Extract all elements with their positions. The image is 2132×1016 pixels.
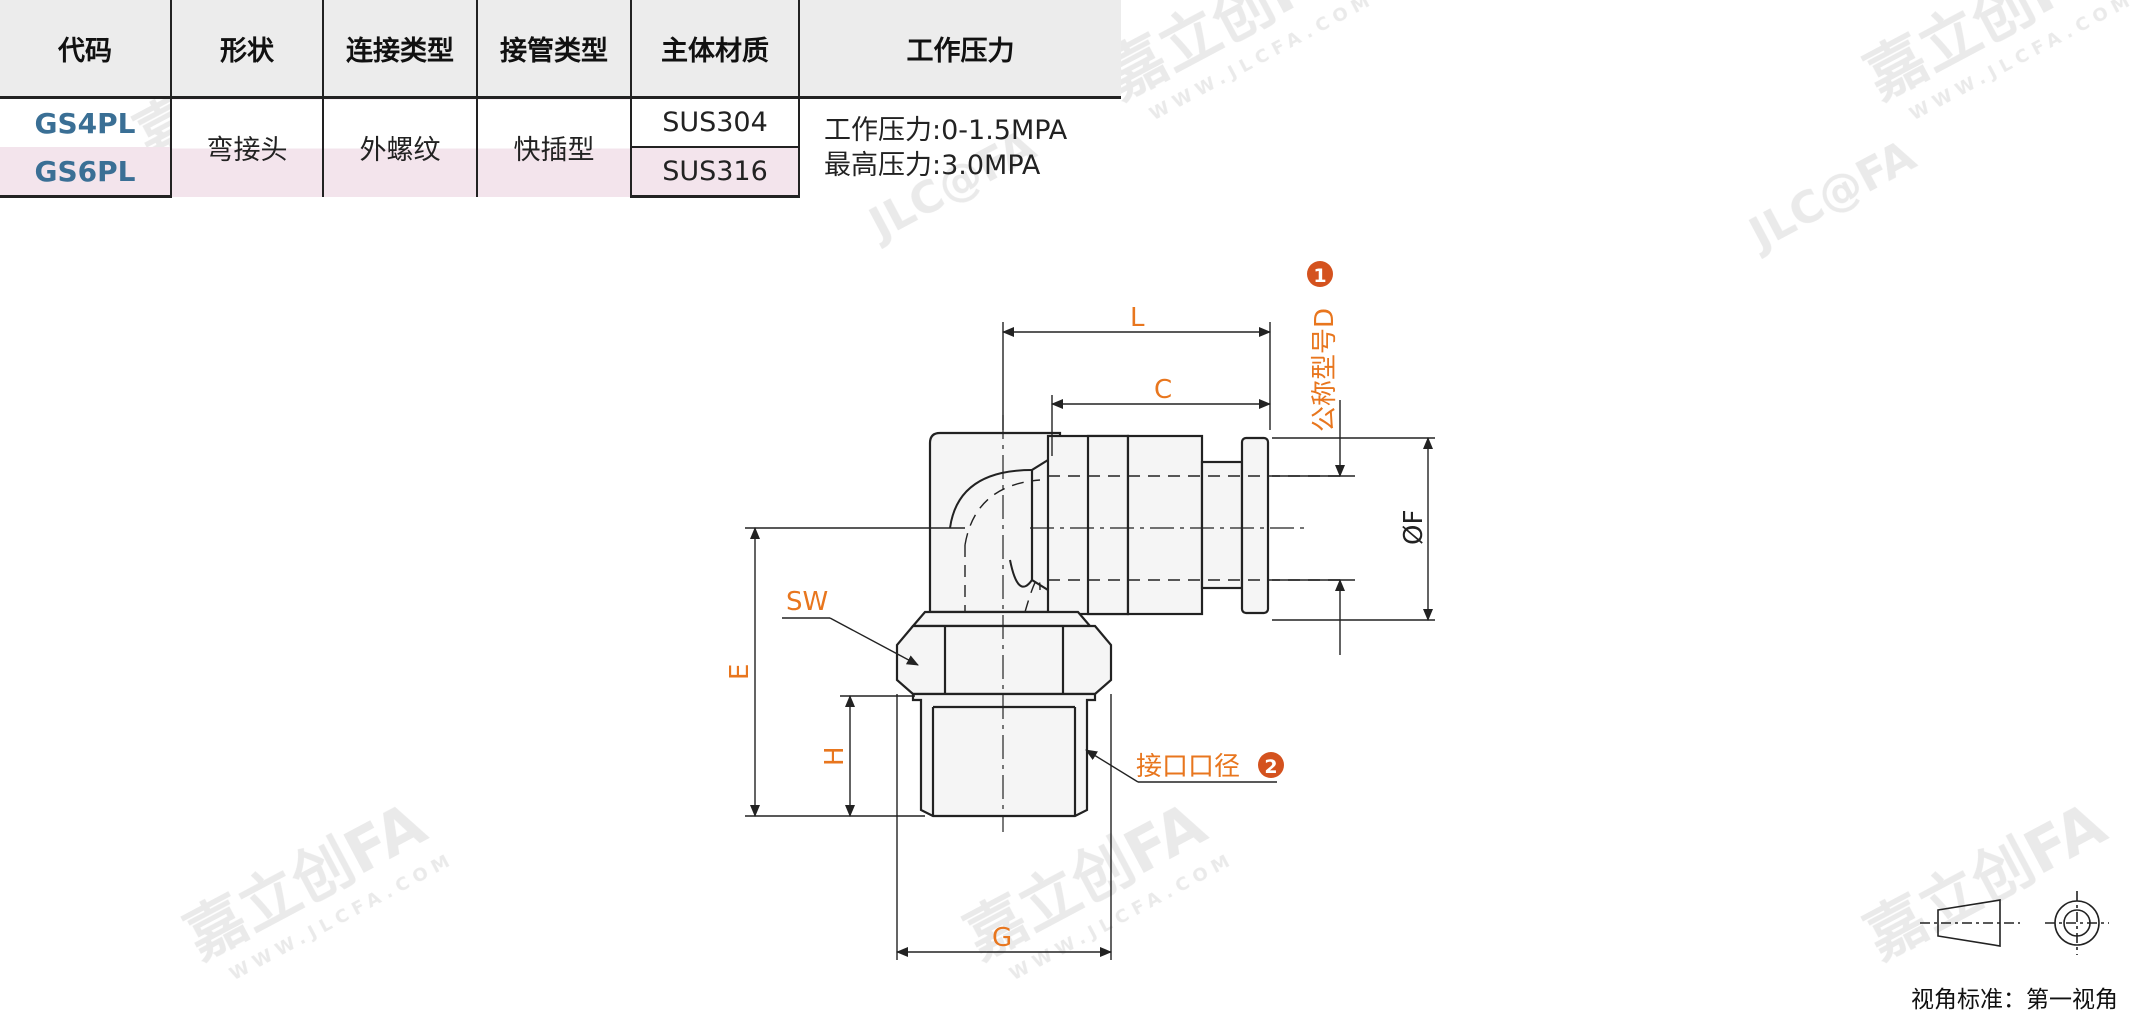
header-code: 代码 <box>0 0 172 99</box>
dim-L: L <box>1130 303 1145 333</box>
connection-cell: 外螺纹 <box>323 97 478 197</box>
material-cell: SUS316 <box>631 147 800 198</box>
hex-nut <box>895 624 1113 696</box>
table-row: GS6PL SUS316 <box>0 147 1121 198</box>
header-material: 主体材质 <box>631 0 800 99</box>
table-header-row: 代码 形状 连接类型 接管类型 主体材质 工作压力 <box>0 0 1121 99</box>
table-row: GS4PL 弯接头 外螺纹 快插型 SUS304 工作压力:0-1.5MPA 最… <box>0 97 1121 197</box>
working-pressure: 工作压力:0-1.5MPA <box>824 114 1068 146</box>
hex-top-ring <box>910 610 1093 628</box>
dimension-labels: L C SW G 接口口径 E H ØF 公称型号D <box>725 303 1429 953</box>
dim-F: ØF <box>1399 510 1429 545</box>
dim-G: G <box>992 923 1012 953</box>
badge-1: 1 <box>1307 261 1333 287</box>
dim-E: E <box>725 664 755 680</box>
header-connection: 连接类型 <box>323 0 478 99</box>
dim-SW: SW <box>786 587 828 617</box>
center-lines <box>1002 415 1310 832</box>
spec-table: 代码 形状 连接类型 接管类型 主体材质 工作压力 GS4PL 弯接头 外螺纹 … <box>0 0 1121 198</box>
release-ring <box>1200 460 1244 590</box>
code-cell: GS4PL <box>0 97 172 147</box>
dim-port: 接口口径 <box>1136 752 1240 782</box>
header-tube-type: 接管类型 <box>477 0 632 99</box>
svg-text:JLC@FA: JLC@FA <box>1739 130 1924 261</box>
material-cell: SUS304 <box>631 97 800 148</box>
max-pressure: 最高压力:3.0MPA <box>824 149 1041 181</box>
thread-body <box>911 692 1097 818</box>
dim-H: H <box>820 746 850 766</box>
shape-cell: 弯接头 <box>171 97 324 197</box>
code-cell: GS6PL <box>0 147 172 198</box>
svg-text:2: 2 <box>1264 756 1277 778</box>
tube-type-cell: 快插型 <box>477 97 632 197</box>
view-standard-label: 视角标准：第一视角 <box>1911 987 2118 1013</box>
dim-C: C <box>1154 375 1172 405</box>
release-flange <box>1240 436 1270 615</box>
pressure-cell: 工作压力:0-1.5MPA 最高压力:3.0MPA <box>799 98 1121 197</box>
first-angle-symbol <box>1920 891 2109 955</box>
svg-text:1: 1 <box>1313 265 1326 287</box>
header-pressure: 工作压力 <box>799 0 1121 99</box>
header-shape: 形状 <box>171 0 324 99</box>
dim-nominal: 公称型号D <box>1310 308 1340 432</box>
elbow-fitting <box>895 431 1270 818</box>
elbow-body <box>928 431 1062 614</box>
collar-band <box>1086 434 1130 616</box>
badge-2: 2 <box>1258 752 1284 778</box>
tube-sleeve <box>1126 434 1204 616</box>
dimension-lines <box>745 322 1435 960</box>
